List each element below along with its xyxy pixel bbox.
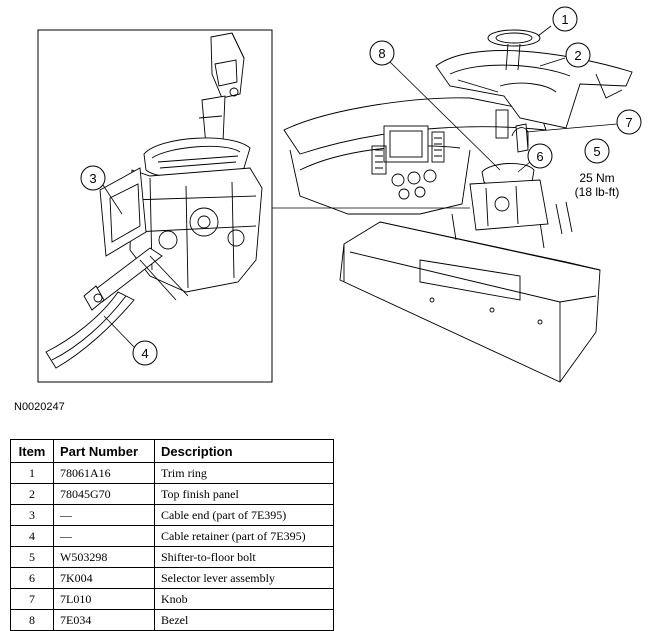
parts-table: Item Part Number Description 1 78061A16 … [10, 439, 334, 631]
inset-shifter-drawing [45, 32, 263, 369]
table-row: 8 7E034 Bezel [10, 609, 334, 631]
table-row: 6 7K004 Selector lever assembly [10, 567, 334, 589]
svg-text:1: 1 [561, 12, 568, 27]
cell-item: 6 [10, 567, 54, 589]
cell-part-number: W503298 [53, 546, 155, 568]
svg-text:7: 7 [625, 115, 632, 130]
table-row: 4 — Cable retainer (part of 7E395) [10, 525, 334, 547]
selector-assembly-drawing [469, 123, 549, 231]
callout-2: 2 [539, 42, 591, 68]
cell-part-number: 78061A16 [53, 462, 155, 484]
console-drawing [339, 201, 601, 383]
svg-text:8: 8 [378, 46, 385, 61]
table-header-row: Item Part Number Description [10, 439, 334, 463]
figure-id: N0020247 [14, 401, 65, 413]
exploded-view-illustration: 1 2 3 4 5 25 Nm (18 lb-ft) 6 7 8 [37, 6, 642, 383]
dashboard-drawing [283, 97, 547, 215]
svg-text:5: 5 [593, 144, 600, 159]
callout-8: 8 [369, 40, 501, 171]
cell-part-number: — [53, 525, 155, 547]
table-row: 2 78045G70 Top finish panel [10, 483, 334, 505]
table-row: 7 7L010 Knob [10, 588, 334, 610]
cell-item: 3 [10, 504, 54, 526]
torque-imperial: (18 lb-ft) [575, 185, 620, 199]
callout-4: 4 [103, 315, 158, 366]
detail-inset-frame [37, 29, 273, 383]
cell-description: Cable retainer (part of 7E395) [154, 525, 334, 547]
cell-item: 2 [10, 483, 54, 505]
cell-part-number: 7L010 [53, 588, 155, 610]
table-row: 1 78061A16 Trim ring [10, 462, 334, 484]
cell-part-number: 7K004 [53, 567, 155, 589]
table-row: 3 — Cable end (part of 7E395) [10, 504, 334, 526]
cell-part-number: 78045G70 [53, 483, 155, 505]
header-item: Item [10, 439, 54, 463]
cell-description: Cable end (part of 7E395) [154, 504, 334, 526]
callout-1: 1 [537, 6, 578, 37]
callout-6: 6 [517, 143, 553, 173]
torque-metric: 25 Nm [579, 171, 614, 185]
cell-description: Top finish panel [154, 483, 334, 505]
cell-item: 5 [10, 546, 54, 568]
cell-description: Bezel [154, 609, 334, 631]
svg-text:3: 3 [89, 171, 96, 186]
cell-description: Shifter-to-floor bolt [154, 546, 334, 568]
cell-item: 8 [10, 609, 54, 631]
cell-item: 1 [10, 462, 54, 484]
cell-description: Trim ring [154, 462, 334, 484]
callout-3: 3 [80, 165, 123, 215]
svg-text:6: 6 [536, 149, 543, 164]
cell-part-number: — [53, 504, 155, 526]
svg-text:2: 2 [574, 48, 581, 63]
cell-part-number: 7E034 [53, 609, 155, 631]
callout-7: 7 [525, 109, 642, 135]
svg-text:4: 4 [141, 346, 148, 361]
cell-item: 4 [10, 525, 54, 547]
top-finish-panel-drawing [435, 29, 633, 129]
header-part-number: Part Number [53, 439, 155, 463]
cell-item: 7 [10, 588, 54, 610]
header-description: Description [154, 439, 334, 463]
callout-5: 5 25 Nm (18 lb-ft) [575, 138, 620, 199]
cell-description: Selector lever assembly [154, 567, 334, 589]
table-row: 5 W503298 Shifter-to-floor bolt [10, 546, 334, 568]
cell-description: Knob [154, 588, 334, 610]
